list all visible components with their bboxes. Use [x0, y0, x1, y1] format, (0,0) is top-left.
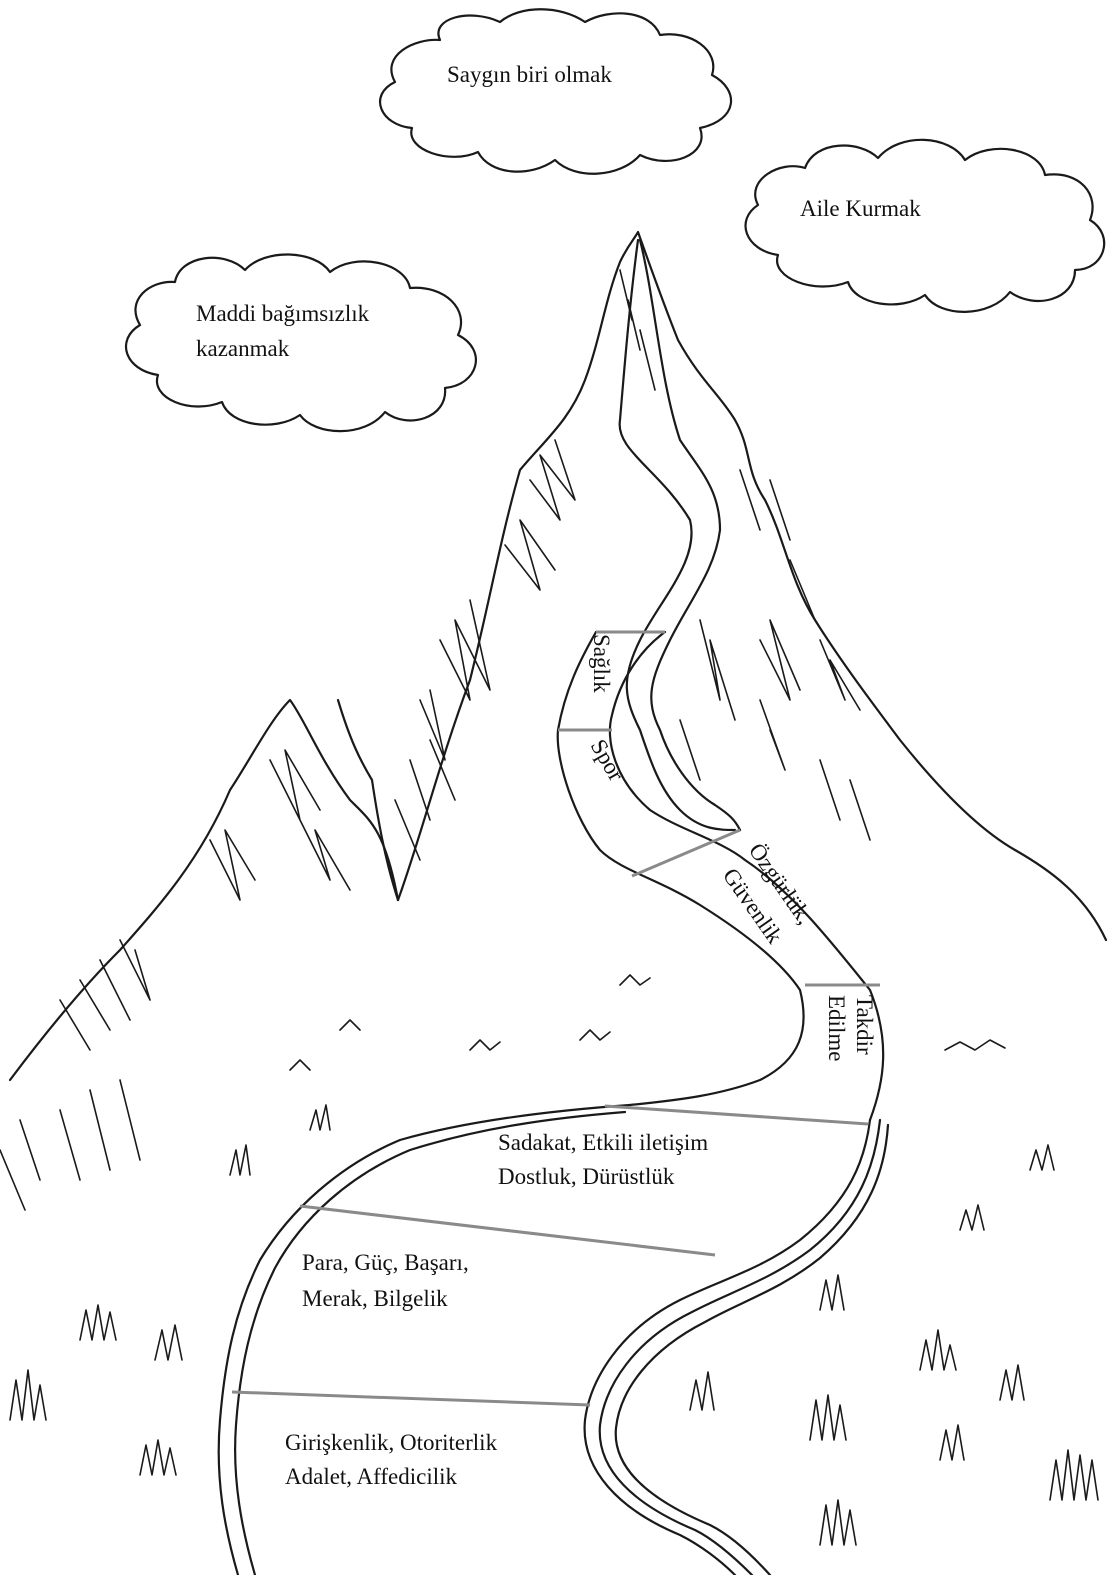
cloud-left-text-2: kazanmak [196, 336, 290, 361]
label-takdir-2: Edilme [824, 995, 849, 1061]
grass-tufts [10, 975, 1098, 1545]
label-girisken-1: Girişkenlik, Otoriterlik [285, 1430, 498, 1455]
label-sadakat-2: Dostluk, Dürüstlük [498, 1164, 675, 1189]
divider-3 [632, 830, 740, 876]
label-saglik: Sağlık [589, 634, 614, 693]
path-labels: Sağlık Spor Özgürlük, Güvenlik Takdir Ed… [285, 634, 877, 1489]
divider-5 [605, 1106, 868, 1124]
cloud-right-text: Aile Kurmak [800, 196, 921, 221]
label-takdir-1: Takdir [852, 995, 877, 1055]
label-para-2: Merak, Bilgelik [302, 1286, 448, 1311]
cloud-top-text: Saygın biri olmak [447, 62, 612, 87]
cloud-left: Maddi bağımsızlık kazanmak [126, 254, 476, 431]
divider-7 [232, 1392, 590, 1405]
divider-6 [300, 1206, 715, 1255]
cloud-right: Aile Kurmak [746, 140, 1105, 312]
big-mountain [338, 232, 1106, 940]
cloud-top: Saygın biri olmak [380, 9, 731, 173]
cloud-left-text-1: Maddi bağımsızlık [196, 301, 370, 326]
label-girisken-2: Adalet, Affedicilik [285, 1464, 458, 1489]
label-para-1: Para, Güç, Başarı, [302, 1250, 469, 1275]
label-sadakat-1: Sadakat, Etkili iletişim [498, 1130, 708, 1155]
small-mountain [0, 700, 398, 1210]
